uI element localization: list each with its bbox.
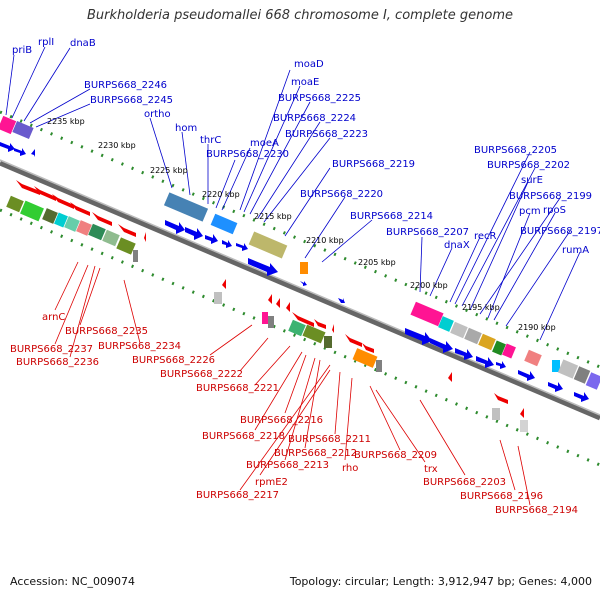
chromosome-backbone-highlight	[0, 159, 600, 416]
topology-text: Topology: circular; Length: 3,912,947 bp…	[289, 575, 592, 588]
gene-label: arnC	[42, 312, 65, 323]
gene-label: BURPS668_2209	[354, 450, 437, 461]
reverse-leader-lines	[54, 261, 531, 506]
gene-label: BURPS668_2219	[332, 159, 415, 170]
tick-label: 2215 kbp	[254, 212, 292, 221]
gene-label: recR	[474, 231, 497, 242]
gene-label: surE	[521, 175, 543, 186]
gene-label: BURPS668_2213	[246, 460, 329, 471]
gene-label: BURPS668_2245	[90, 95, 173, 106]
gene-label: dnaB	[70, 38, 96, 49]
gene-label: hom	[175, 123, 197, 134]
gene-label: thrC	[200, 135, 221, 146]
gene-label: trx	[424, 464, 438, 475]
tick-label: 2225 kbp	[150, 166, 188, 175]
tick-label: 2210 kbp	[306, 236, 344, 245]
gene-label: BURPS668_2216	[240, 415, 323, 426]
gene-label: moeA	[250, 138, 279, 149]
gene-label: rpoS	[543, 205, 566, 216]
gene-label: pcm	[519, 206, 541, 217]
gene-label: BURPS668_2196	[460, 491, 543, 502]
gene-label: BURPS668_2230	[206, 149, 289, 160]
gene-label: BURPS668_2214	[350, 211, 433, 222]
gene-label: BURPS668_2211	[288, 434, 371, 445]
gene-label: priB	[12, 45, 32, 56]
scale-ticks: 2235 kbp 2230 kbp 2225 kbp 2220 kbp 2215…	[47, 117, 556, 332]
chromosome-backbone	[0, 160, 600, 421]
gene-label: BURPS668_2222	[160, 369, 243, 380]
gene-label: BURPS668_2212	[274, 448, 357, 459]
forward-leader-lines	[5, 46, 581, 341]
map-title: Burkholderia pseudomallei 668 chromosome…	[86, 8, 514, 23]
gene-label: BURPS668_2236	[16, 357, 99, 368]
gene-label: BURPS668_2205	[474, 145, 557, 156]
gene-label: dnaX	[444, 240, 470, 251]
gene-label: BURPS668_2218	[202, 431, 285, 442]
gene-label: BURPS668_2203	[423, 477, 506, 488]
gene-label: BURPS668_2217	[196, 490, 279, 501]
gene-label: BURPS668_2234	[98, 341, 181, 352]
tick-label: 2200 kbp	[410, 281, 448, 290]
gene-label: BURPS668_2220	[300, 189, 383, 200]
gene-label: BURPS668_2207	[386, 227, 469, 238]
gene-label: BURPS668_2197	[520, 226, 600, 237]
accession-text: Accession: NC_009074	[10, 575, 136, 588]
gene-label: BURPS668_2246	[84, 80, 167, 91]
gene-label: BURPS668_2223	[285, 129, 368, 140]
tick-label: 2235 kbp	[47, 117, 85, 126]
reverse-genes	[6, 180, 528, 432]
reverse-dot-track	[0, 208, 600, 467]
tick-label: 2205 kbp	[358, 258, 396, 267]
gene-label: BURPS668_2235	[65, 326, 148, 337]
gene-label: BURPS668_2202	[487, 160, 570, 171]
gene-label: BURPS668_2224	[273, 113, 356, 124]
gene-label: rumA	[562, 245, 589, 256]
gene-label: moaE	[291, 77, 319, 88]
gene-label: moaD	[294, 59, 324, 70]
gene-label: BURPS668_2225	[278, 93, 361, 104]
forward-gene-labels: priB rplI dnaB BURPS668_2246 BURPS668_22…	[12, 37, 600, 256]
tick-label: 2220 kbp	[202, 190, 240, 199]
gene-label: BURPS668_2194	[495, 505, 578, 516]
gene-label: rho	[342, 463, 358, 474]
gene-label: BURPS668_2199	[509, 191, 592, 202]
gene-label: BURPS668_2237	[10, 344, 93, 355]
forward-genes	[0, 115, 600, 402]
gene-label: ortho	[144, 109, 171, 120]
tick-label: 2190 kbp	[518, 323, 556, 332]
reverse-gene-labels: arnC BURPS668_2235 BURPS668_2237 BURPS66…	[10, 312, 578, 516]
gene-label: BURPS668_2226	[132, 355, 215, 366]
tick-label: 2230 kbp	[98, 141, 136, 150]
gene-label: rplI	[38, 37, 54, 48]
tick-label: 2195 kbp	[462, 303, 500, 312]
gene-label: BURPS668_2221	[196, 383, 279, 394]
gene-label: rpmE2	[255, 477, 288, 488]
